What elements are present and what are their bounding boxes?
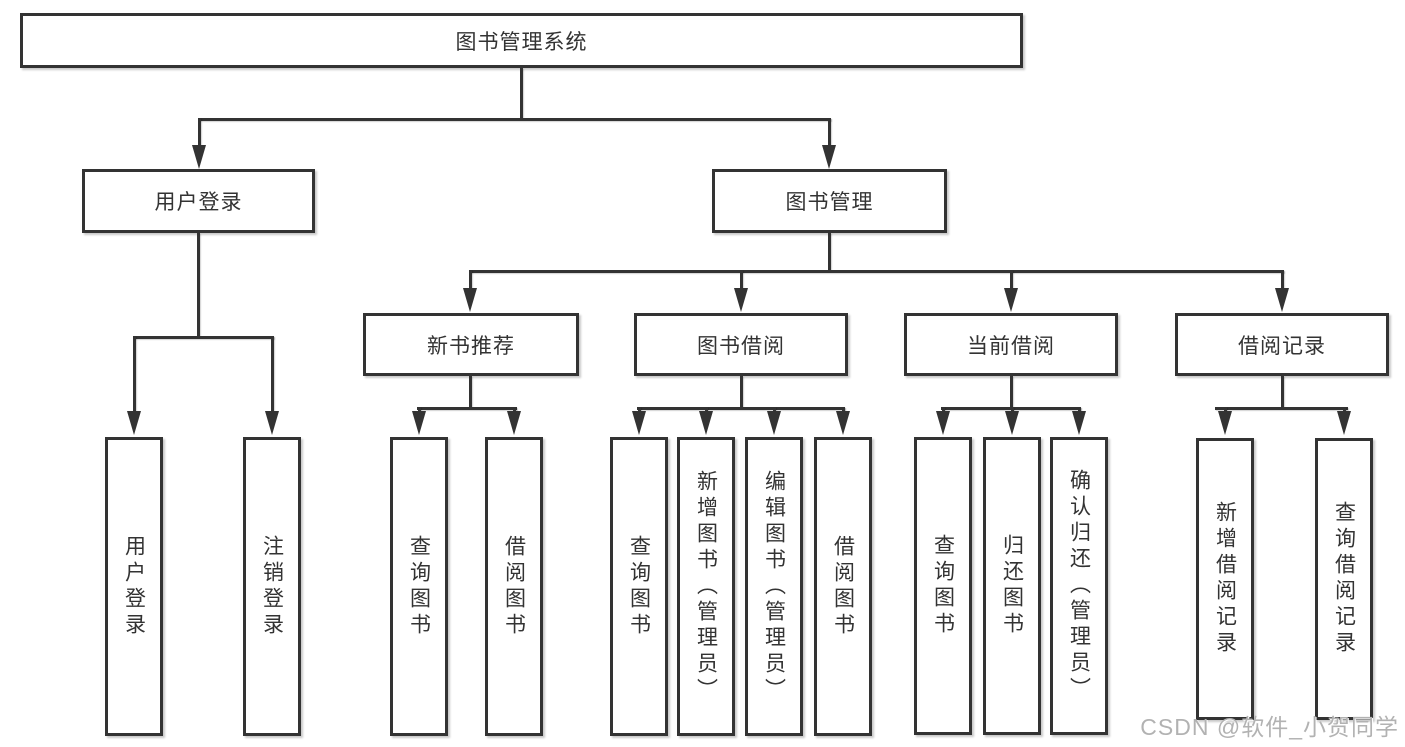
connector-line (469, 270, 1284, 273)
node-borrow-records-label: 借阅记录 (1238, 334, 1326, 358)
node-leaf-add-book-admin: 新增图书（管理员） (677, 437, 735, 736)
connector-line (1010, 376, 1013, 407)
node-user-login-label: 用户登录 (154, 191, 243, 214)
node-leaf-confirm-return-admin: 确认归还（管理员） (1050, 437, 1108, 735)
connector-line (271, 336, 274, 411)
node-new-book-recommend: 新书推荐 (363, 313, 579, 376)
node-user-login: 用户登录 (82, 169, 315, 233)
connector-line (133, 336, 136, 411)
arrow-down-icon (822, 145, 836, 169)
node-library-system: 图书管理系统 (20, 13, 1023, 68)
connector-line (520, 68, 523, 118)
node-new-book-recommend-label: 新书推荐 (427, 334, 515, 358)
arrow-down-icon (1072, 411, 1086, 435)
node-leaf-confirm-return-admin-label: 确认归还（管理员） (1067, 469, 1091, 703)
connector-line (1215, 407, 1348, 410)
node-leaf-query-book-current: 查询图书 (914, 437, 972, 735)
node-leaf-return-book: 归还图书 (983, 437, 1041, 735)
connector-line (469, 376, 472, 407)
arrow-down-icon (734, 288, 748, 312)
node-leaf-borrow-book-recommend: 借阅图书 (485, 437, 543, 736)
connector-line (638, 407, 641, 413)
connector-line (1011, 407, 1014, 413)
node-borrow-records: 借阅记录 (1175, 313, 1389, 376)
connector-line (1010, 270, 1013, 288)
connector-line (197, 233, 200, 336)
connector-line (417, 407, 517, 410)
node-library-system-label: 图书管理系统 (455, 30, 588, 54)
connector-line (828, 233, 831, 270)
node-current-borrow: 当前借阅 (904, 313, 1118, 376)
connector-line (942, 407, 945, 413)
connector-line (828, 118, 831, 145)
connector-line (469, 270, 472, 288)
node-leaf-query-book-current-label: 查询图书 (931, 534, 955, 638)
node-leaf-edit-book-admin: 编辑图书（管理员） (745, 437, 803, 736)
node-book-management: 图书管理 (712, 169, 947, 233)
connector-line (740, 270, 743, 288)
arrow-down-icon (127, 411, 141, 435)
arrow-down-icon (192, 145, 206, 169)
node-leaf-user-login: 用户登录 (105, 437, 163, 736)
connector-line (1078, 407, 1081, 413)
connector-line (637, 407, 845, 410)
node-book-borrow: 图书借阅 (634, 313, 848, 376)
node-current-borrow-label: 当前借阅 (967, 334, 1055, 358)
connector-line (198, 118, 201, 145)
arrow-down-icon (699, 411, 713, 435)
connector-line (1281, 270, 1284, 288)
watermark: CSDN @软件_小贺同学 (1140, 714, 1399, 740)
node-leaf-logout-label: 注销登录 (260, 534, 284, 639)
node-leaf-add-borrow-record: 新增借阅记录 (1196, 438, 1254, 720)
connector-line (1224, 407, 1227, 413)
arrow-down-icon (767, 411, 781, 435)
arrow-down-icon (463, 288, 477, 312)
connector-line (418, 407, 421, 413)
node-book-borrow-label: 图书借阅 (697, 334, 785, 358)
node-leaf-return-book-label: 归还图书 (1000, 534, 1024, 638)
arrow-down-icon (507, 411, 521, 435)
connector-line (842, 407, 845, 413)
node-leaf-query-book-borrow-label: 查询图书 (627, 534, 651, 639)
arrow-down-icon (936, 411, 950, 435)
node-leaf-query-borrow-record: 查询借阅记录 (1315, 438, 1373, 720)
node-leaf-user-login-label: 用户登录 (122, 534, 146, 639)
connector-line (1281, 376, 1284, 407)
node-leaf-query-book-recommend: 查询图书 (390, 437, 448, 736)
connector-line (740, 376, 743, 407)
node-leaf-borrow-book: 借阅图书 (814, 437, 872, 736)
node-leaf-add-book-admin-label: 新增图书（管理员） (694, 469, 718, 704)
arrow-down-icon (412, 411, 426, 435)
node-leaf-query-borrow-record-label: 查询借阅记录 (1332, 501, 1356, 657)
node-leaf-edit-book-admin-label: 编辑图书（管理员） (762, 469, 786, 704)
arrow-down-icon (1005, 411, 1019, 435)
connector-line (1343, 407, 1346, 413)
arrow-down-icon (265, 411, 279, 435)
connector-line (513, 407, 516, 413)
arrow-down-icon (632, 411, 646, 435)
node-leaf-add-borrow-record-label: 新增借阅记录 (1213, 501, 1237, 657)
node-leaf-query-book-borrow: 查询图书 (610, 437, 668, 736)
arrow-down-icon (1004, 288, 1018, 312)
node-leaf-logout: 注销登录 (243, 437, 301, 736)
arrow-down-icon (1337, 411, 1351, 435)
node-leaf-borrow-book-label: 借阅图书 (831, 534, 855, 639)
connector-line (773, 407, 776, 413)
node-leaf-borrow-book-recommend-label: 借阅图书 (502, 534, 526, 639)
connector-line (133, 336, 274, 339)
arrow-down-icon (1218, 411, 1232, 435)
node-book-management-label: 图书管理 (785, 191, 874, 214)
node-leaf-query-book-recommend-label: 查询图书 (407, 534, 431, 639)
arrow-down-icon (836, 411, 850, 435)
connector-line (705, 407, 708, 413)
arrow-down-icon (1275, 288, 1289, 312)
connector-line (198, 118, 831, 121)
